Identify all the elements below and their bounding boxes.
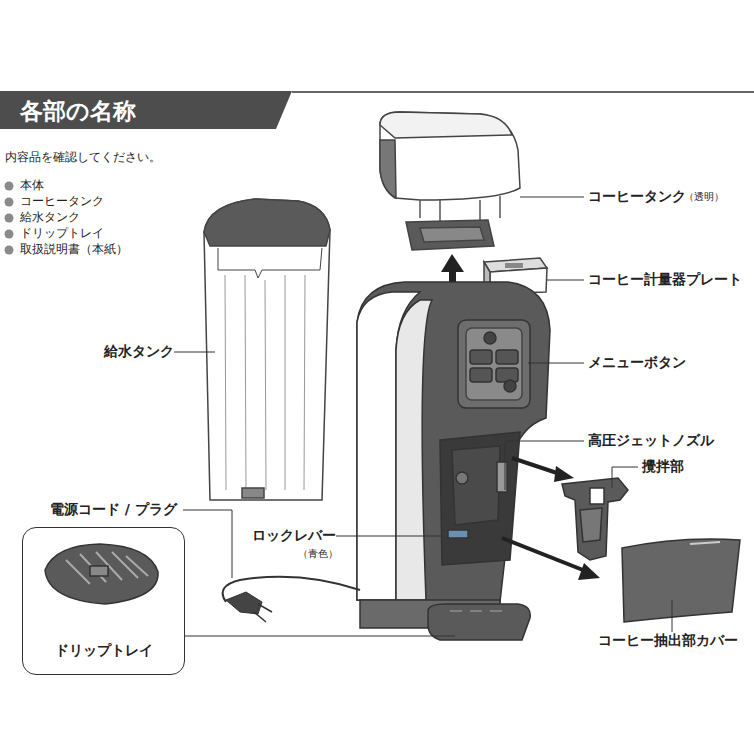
content-item: 取扱説明書（本紙） — [20, 242, 128, 256]
page-title: 各部の名称 — [20, 96, 136, 127]
part-name: メニューボタン — [588, 354, 686, 371]
content-item: ドリップトレイ — [20, 226, 104, 240]
inset-label: ドリップトレイ — [23, 642, 184, 660]
stirrer — [562, 478, 628, 560]
drip-tray-inset — [45, 544, 158, 604]
part-name: 電源コード / プラグ — [50, 501, 177, 518]
title-band — [0, 91, 292, 129]
part-name: ロックレバー — [252, 527, 336, 544]
power-cord — [223, 577, 360, 622]
part-name: 攪拌部 — [642, 458, 684, 475]
coffee-tank — [380, 112, 520, 250]
water-tank — [204, 199, 330, 500]
part-name: コーヒータンク — [588, 188, 686, 205]
inset-box: ドリップトレイ — [22, 527, 185, 675]
part-note: （透明） — [684, 191, 724, 203]
title-rule — [292, 91, 754, 93]
content-item: 給水タンク — [20, 210, 80, 224]
content-item: コーヒータンク — [20, 194, 104, 208]
part-name: コーヒー計量器プレート — [588, 271, 742, 288]
bullets — [5, 182, 14, 255]
part-name: 高圧ジェットノズル — [588, 432, 714, 449]
part-name: 給水タンク — [104, 343, 174, 360]
part-note: （青色） — [298, 548, 338, 560]
extraction-cover — [622, 539, 740, 622]
leader-lines — [174, 197, 672, 636]
content-item: 本体 — [20, 178, 44, 192]
intro-note: 内容品を確認してください。 — [5, 150, 161, 164]
part-name: コーヒー抽出部カバー — [598, 632, 738, 649]
